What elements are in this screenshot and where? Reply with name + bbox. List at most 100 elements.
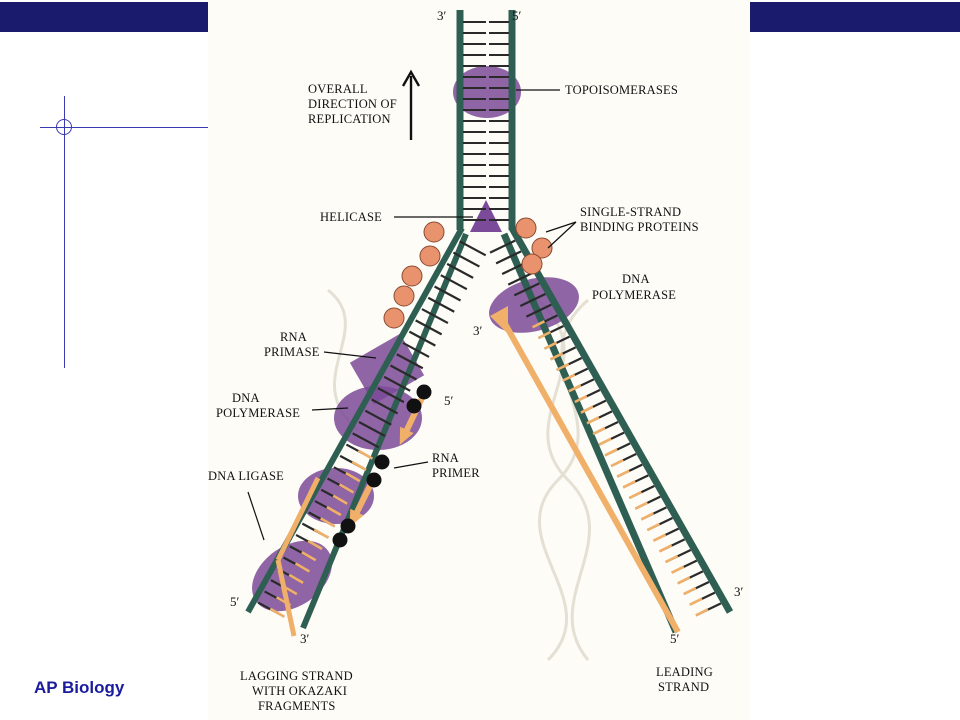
new-base-rung: [695, 608, 709, 617]
base-pair-rung: [513, 282, 540, 297]
label-lagging-2: WITH OKAZAKI: [252, 684, 347, 698]
base-pair-rung: [352, 432, 380, 449]
base-pair-rung: [434, 285, 462, 302]
new-base-rung: [537, 330, 552, 340]
replication-fork-figure: OVERALL DIRECTION OF REPLICATION TOPOISO…: [208, 0, 750, 720]
end-label-top-left: 3′: [437, 8, 447, 23]
new-base-rung: [320, 517, 336, 528]
new-base-rung: [616, 469, 630, 478]
leader-rna-primer: [393, 461, 429, 469]
new-base-rung: [628, 490, 642, 500]
footer-course-name: AP Biology: [34, 678, 125, 697]
base-pair-rung: [389, 364, 417, 381]
label-dna-pol-left-1: DNA: [232, 391, 260, 405]
label-direction-3: REPLICATION: [308, 112, 391, 126]
label-ssb-1: SINGLE-STRAND: [580, 205, 681, 219]
label-direction-1: OVERALL: [308, 82, 368, 96]
end-label-leading-5: 5′: [670, 631, 680, 646]
base-pair-rung: [507, 271, 534, 286]
rna-primase-blob: [349, 333, 425, 405]
base-pair-rung: [440, 274, 468, 291]
label-dna-pol-left-2: POLYMERASE: [216, 406, 300, 420]
new-base-rung: [659, 544, 673, 553]
ssb-protein-left-1: [419, 245, 441, 267]
label-leading-1: LEADING: [656, 665, 713, 679]
leader-ssb-2: [547, 221, 577, 249]
base-pair-rung: [358, 421, 386, 437]
decor-crosshair-circle: [56, 119, 72, 135]
replication-fork-diagram: OVERALL DIRECTION OF REPLICATION TOPOISO…: [208, 8, 744, 713]
new-base-rung: [689, 597, 703, 606]
new-base-rung: [307, 539, 323, 551]
label-ssb-2: BINDING PROTEINS: [580, 220, 699, 234]
lagging-inner-backbone: [300, 232, 469, 630]
base-pair-rung: [427, 296, 455, 313]
label-rna-primase-1: RNA: [280, 330, 307, 344]
new-base-rung: [338, 483, 355, 494]
new-base-rung: [671, 565, 685, 574]
new-base-rung: [288, 573, 304, 584]
rna-primer-bead-5: [332, 532, 348, 548]
label-direction-2: DIRECTION OF: [308, 97, 397, 111]
label-dna-ligase: DNA LIGASE: [208, 469, 284, 483]
new-base-rung: [598, 437, 612, 446]
okazaki-fragment-1: [275, 476, 321, 562]
ssb-protein-left-4: [383, 307, 405, 329]
base-pair-rung: [525, 303, 552, 318]
new-base-rung: [301, 551, 317, 562]
base-pair-rung: [415, 319, 443, 336]
ssb-protein-right-0: [515, 217, 537, 239]
new-base-rung: [610, 458, 624, 468]
new-base-rung: [543, 341, 558, 350]
leading-template-backbone: [508, 226, 734, 614]
label-helicase: HELICASE: [320, 210, 382, 224]
new-base-rung: [586, 416, 600, 425]
new-base-rung: [580, 405, 594, 414]
background-helix-curve: [537, 298, 589, 662]
new-base-rung: [574, 394, 588, 404]
new-base-rung: [345, 472, 361, 483]
ssb-protein-right-2: [521, 253, 543, 275]
new-base-rung: [646, 522, 661, 532]
label-lagging-1: LAGGING STRAND: [240, 669, 353, 683]
topoisomerase-blob: [453, 66, 521, 118]
new-base-rung: [556, 362, 570, 372]
base-pair-rung: [383, 375, 411, 392]
end-label-right-3: 3′: [734, 584, 744, 599]
label-rna-primer-1: RNA: [432, 451, 459, 465]
marker-layer: [332, 217, 553, 548]
rna-primer-bead-1: [406, 398, 422, 414]
new-base-rung: [357, 449, 374, 460]
rna-primer-bead-3: [366, 472, 382, 488]
rna-primer-bead-2: [374, 454, 390, 470]
title-bar-right: [750, 2, 960, 32]
new-base-rung: [313, 528, 329, 539]
ssb-protein-right-1: [531, 237, 553, 259]
leader-ssb-1: [545, 221, 577, 233]
label-rna-primer-2: PRIMER: [432, 466, 480, 480]
new-base-rung: [269, 607, 285, 618]
new-base-rung: [622, 480, 636, 489]
label-rna-primase-2: PRIMASE: [264, 345, 320, 359]
leader-rna-primase: [323, 351, 377, 359]
leader-dna-pol-left: [311, 407, 349, 411]
end-label-lagging-3: 3′: [300, 631, 310, 646]
decor-horizontal-line: [40, 127, 210, 128]
dna-layer: [245, 10, 734, 637]
new-base-rung: [351, 460, 367, 472]
new-base-rung: [640, 512, 655, 521]
base-pair-rung: [396, 353, 424, 370]
direction-arrow: [401, 69, 421, 140]
decor-vertical-line: [64, 96, 65, 368]
ssb-protein-left-3: [393, 285, 415, 307]
new-base-rung: [604, 448, 618, 457]
base-pair-rung: [377, 387, 405, 404]
base-pair-rung: [364, 409, 392, 426]
base-pair-rung: [489, 239, 516, 254]
leading-new-strand: [501, 320, 681, 634]
label-dna-pol-right-2: POLYMERASE: [592, 288, 676, 302]
rna-primer-bead-0: [416, 384, 432, 400]
label-topoisomerases: TOPOISOMERASES: [565, 83, 678, 97]
rna-primer-bead-4: [340, 518, 356, 534]
ssb-protein-left-2: [401, 265, 423, 287]
